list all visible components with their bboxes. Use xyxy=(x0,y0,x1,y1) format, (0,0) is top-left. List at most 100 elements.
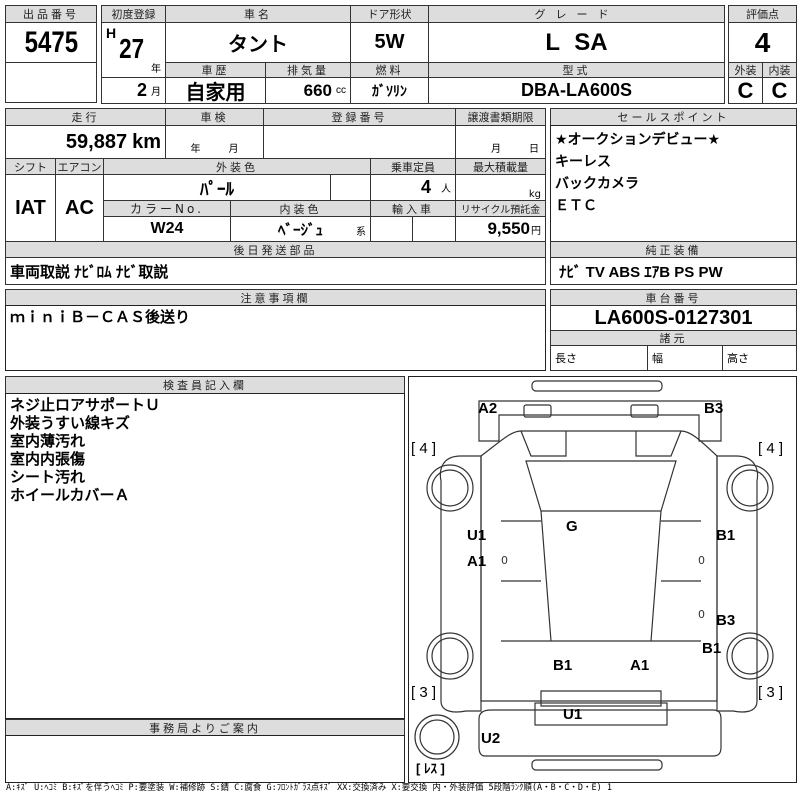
mileage-label: 走行 xyxy=(5,108,166,126)
inspector-box: ネジ止ロアサポートＵ 外装うすい線キズ 室内薄汚れ 室内内張傷 シート汚れ ホイ… xyxy=(5,393,405,719)
insp-year: 年 xyxy=(190,144,201,155)
car-outline-icon: 0 0 0 xyxy=(414,380,774,771)
inspector-note: 室内薄汚れ xyxy=(10,432,86,450)
ext-color-extra xyxy=(330,174,371,201)
later-parts-label: 後日発送部品 xyxy=(5,241,546,258)
svg-text:0: 0 xyxy=(698,608,705,621)
tire-mark: [ 4 ] xyxy=(411,440,437,457)
recycle-unit: 円 xyxy=(531,225,541,237)
office-box xyxy=(5,735,405,783)
inspector-note: 室内内張傷 xyxy=(10,450,86,468)
inspection-label: 車検 xyxy=(165,108,264,126)
sales-point: バックカメラ xyxy=(555,176,639,192)
model-label: 型式 xyxy=(428,62,725,78)
damage-mark: B1 xyxy=(553,657,573,674)
chassis-label: 車台番号 xyxy=(550,289,797,306)
shift-label: シフト xyxy=(5,158,56,175)
equipment-value: ﾅﾋﾞ TV ABS ｴｱB PS PW xyxy=(550,257,797,285)
inspector-note: 外装うすい線キズ xyxy=(10,414,131,432)
import-cell-1 xyxy=(370,216,413,242)
import-cell-2 xyxy=(412,216,456,242)
tr-month: 月 xyxy=(491,144,501,155)
int-color-unit: 系 xyxy=(356,227,366,238)
damage-mark: B3 xyxy=(716,612,736,629)
capacity-label: 乗車定員 xyxy=(370,158,456,175)
width-label: 幅 xyxy=(647,345,723,371)
lot-value: 5475 xyxy=(24,25,78,59)
lot-label: 出品番号 xyxy=(5,5,97,23)
sales-point: ＥＴＣ xyxy=(555,198,597,214)
lot-number: 5475 xyxy=(5,22,97,63)
cc-unit: cc xyxy=(336,85,346,96)
equipment-label: 純正装備 xyxy=(550,241,797,258)
fuel-label: 燃料 xyxy=(350,62,429,78)
int-color-text: ﾍﾞｰｼﾞｭ xyxy=(277,221,323,239)
damage-mark: A2 xyxy=(478,400,498,417)
notes-value: ｍｉｎｉＢ－ＣＡＳ後送り xyxy=(10,308,191,326)
transfer-value: 月日 xyxy=(455,125,546,159)
sales-points-list: ★オークションデビュー★ キーレス バックカメラ ＥＴＣ xyxy=(550,125,797,242)
spec-label: 諸元 xyxy=(550,330,797,346)
displacement-label: 排気量 xyxy=(265,62,351,78)
era: H xyxy=(106,25,117,41)
km-value: 59,887 xyxy=(65,130,128,153)
max-load-value: kg xyxy=(455,174,546,201)
damage-mark: U2 xyxy=(481,730,501,747)
first-reg-label: 初度登録 xyxy=(101,5,166,23)
svg-text:0: 0 xyxy=(698,554,705,567)
damage-mark: B3 xyxy=(704,400,724,417)
first-reg-year: H 27 年 xyxy=(101,22,166,78)
month: 2 xyxy=(136,80,147,100)
year-unit: 年 xyxy=(151,64,161,75)
svg-text:0: 0 xyxy=(501,554,508,567)
reg-no-value xyxy=(263,125,456,159)
score-value: 4 xyxy=(728,22,797,63)
notes-box: ｍｉｎｉＢ－ＣＡＳ後送り xyxy=(5,305,546,371)
tire-mark: [ 3 ] xyxy=(411,684,437,701)
ac-value: AC xyxy=(55,174,104,242)
notes-label: 注意事項欄 xyxy=(5,289,546,306)
year: 27 xyxy=(119,33,145,64)
legend: A:ｷｽﾞ U:ﾍｺﾐ B:ｷｽﾞを伴うﾍｺﾐ P:要塗装 W:補修跡 S:錆 … xyxy=(6,783,612,793)
damage-mark: A1 xyxy=(630,657,650,674)
fuel-value: ｶﾞｿﾘﾝ xyxy=(350,77,429,104)
recycle-amount: 9,550 xyxy=(487,219,530,238)
later-parts-value: 車両取説 ﾅﾋﾞﾛﾑ ﾅﾋﾞ取説 xyxy=(5,257,546,285)
door-value: 5W xyxy=(350,22,429,63)
inspector-note: シート汚れ xyxy=(10,468,86,486)
ac-label: エアコン xyxy=(55,158,104,175)
car-name: タント xyxy=(165,22,351,63)
shift-value: IAT xyxy=(5,174,56,242)
import-label: 輸入車 xyxy=(370,200,456,217)
ext-color-value: ﾊﾟｰﾙ xyxy=(103,174,331,201)
inspector-label: 検査員記入欄 xyxy=(5,376,405,394)
max-load-label: 最大積載量 xyxy=(455,158,546,175)
damage-mark: A1 xyxy=(467,553,487,570)
color-no-label: カラーNo. xyxy=(103,200,231,217)
damage-mark: B1 xyxy=(702,640,722,657)
int-color-label: 内装色 xyxy=(230,200,371,217)
tr-day: 日 xyxy=(529,144,539,155)
inspector-note: ネジ止ロアサポートＵ xyxy=(10,396,161,414)
tire-mark: [ 3 ] xyxy=(758,684,784,701)
ext-color-label: 外装色 xyxy=(103,158,371,175)
inspector-note: ホイールカバーＡ xyxy=(10,486,130,504)
cap-value: 4 xyxy=(420,177,431,197)
km-unit: km xyxy=(132,130,161,153)
score-label: 評価点 xyxy=(728,5,797,23)
damage-mark: B1 xyxy=(716,527,736,544)
grade-label: グレード xyxy=(428,5,725,23)
damage-mark: U1 xyxy=(563,706,583,723)
chassis-value: LA600S-0127301 xyxy=(550,305,797,331)
history-value: 自家用 xyxy=(165,77,266,104)
ext-score-label: 外装 xyxy=(728,62,763,78)
height-label: 高さ xyxy=(722,345,797,371)
model-value: DBA-LA600S xyxy=(428,77,725,104)
door-label: ドア形状 xyxy=(350,5,429,23)
damage-mark: U1 xyxy=(467,527,487,544)
int-color-value: ﾍﾞｰｼﾞｭ 系 xyxy=(230,216,371,242)
